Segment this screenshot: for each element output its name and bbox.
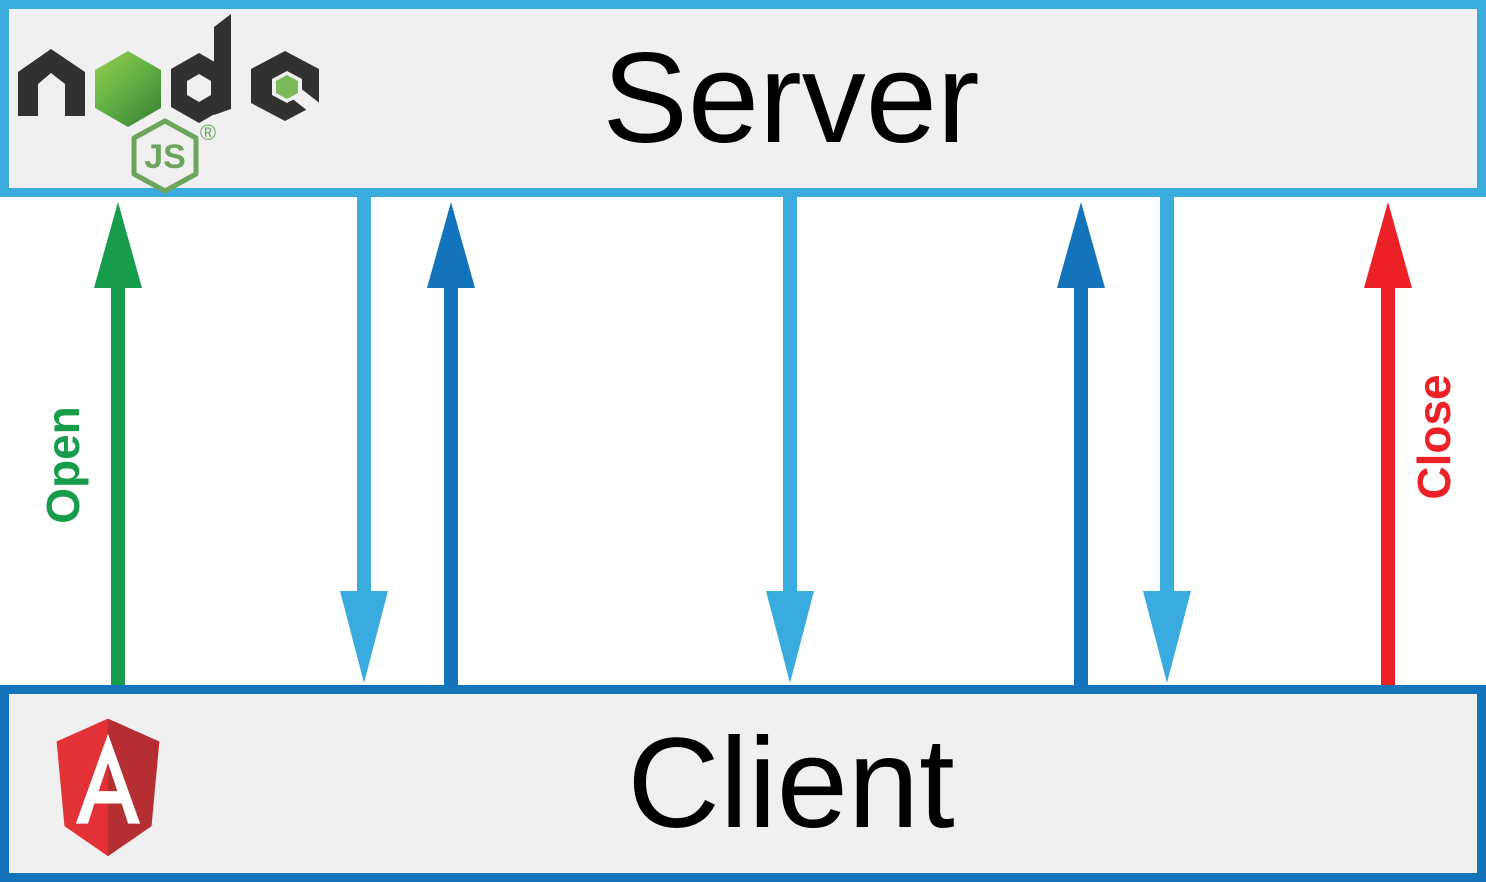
- nodejs-logo-icon: JS ®: [18, 14, 322, 194]
- node-letter-n: [18, 49, 85, 116]
- server-box: JS ® Server: [0, 0, 1486, 197]
- arrow-server-to-client-1: [338, 197, 390, 685]
- open-label: Open: [37, 406, 89, 524]
- arrow-server-to-client-3: [1141, 197, 1193, 685]
- node-registered-mark: ®: [200, 120, 216, 145]
- arrow-close: [1362, 197, 1414, 685]
- arrow-client-to-server-2: [1055, 197, 1107, 685]
- node-hexagon-o: [95, 51, 161, 127]
- node-letter-d: [171, 53, 227, 123]
- arrow-client-to-server-1: [425, 197, 477, 685]
- server-title: Server: [602, 26, 980, 170]
- angular-letter-a: [75, 733, 141, 824]
- angular-logo-icon: [56, 718, 160, 857]
- node-js-badge-text: JS: [144, 138, 186, 176]
- arrow-open: [92, 197, 144, 685]
- angular-shield-right: [108, 718, 160, 857]
- close-label: Close: [1408, 374, 1460, 500]
- node-js-badge-hexagon: [131, 118, 199, 194]
- angular-shield-left: [56, 718, 108, 857]
- arrow-server-to-client-2: [764, 197, 816, 685]
- arrows-area: Open Close: [0, 197, 1486, 685]
- client-box: Client: [0, 685, 1486, 882]
- client-title: Client: [627, 711, 955, 855]
- node-green-dot: [276, 75, 298, 99]
